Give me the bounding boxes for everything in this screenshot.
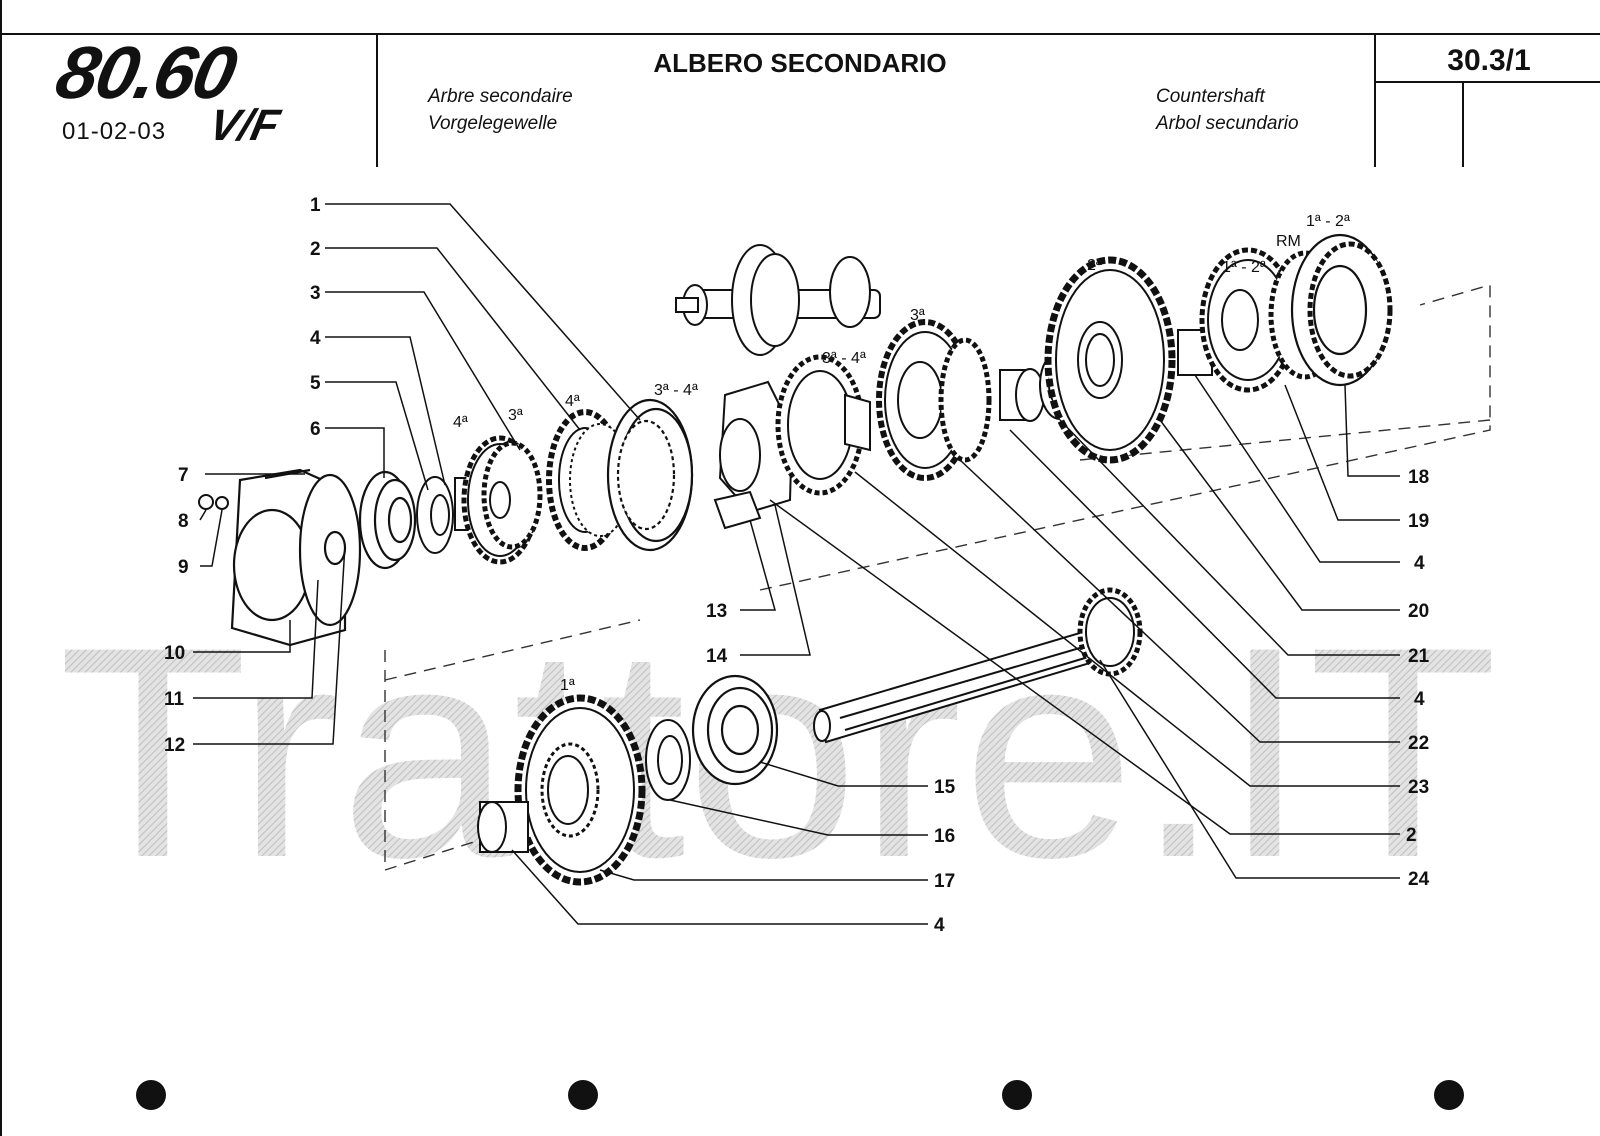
- label-3rd-b: 3ª: [910, 307, 925, 324]
- header-left-rule: [0, 0, 2, 1136]
- page-number: 30.3/1: [1447, 44, 1531, 77]
- label-1-2: 1ª - 2ª: [1306, 213, 1350, 230]
- synchro-ring-3rd: [775, 354, 871, 496]
- countershaft-overview: [675, 244, 881, 356]
- callout-4-right-b: 4: [1414, 689, 1425, 710]
- callouts-right: 18 19 4 20 21 4 22 23 2 24: [1406, 467, 1430, 890]
- title-german: Vorgelegewelle: [428, 113, 558, 134]
- callout-18: 18: [1408, 467, 1429, 488]
- callout-12: 12: [164, 735, 185, 756]
- callouts-left: 1 2 3 4 5 6 7 8 9 10 11 12: [164, 195, 321, 756]
- header-top-rule: [0, 33, 1600, 35]
- label-sync-1-2: 1ª - 2ª: [1222, 259, 1266, 276]
- model-codes: 01-02-03: [62, 118, 167, 145]
- callout-7: 7: [178, 465, 189, 486]
- callout-5: 5: [310, 373, 321, 394]
- header-divider-1: [376, 33, 378, 167]
- bearing-15: [691, 674, 779, 786]
- gear-3rd: [876, 319, 992, 481]
- callout-24: 24: [1408, 869, 1430, 890]
- callout-2: 2: [310, 239, 321, 260]
- synchro-ring-4th: [546, 409, 631, 551]
- callout-2-right: 2: [1406, 825, 1417, 846]
- synchro-hub-3-4: [713, 380, 794, 530]
- callout-6: 6: [310, 419, 321, 440]
- callout-3: 3: [310, 283, 321, 304]
- nut-washer: [198, 494, 229, 510]
- gear-2nd: [1044, 256, 1176, 464]
- callout-13: 13: [706, 601, 727, 622]
- gear-1st: [514, 694, 646, 886]
- callout-8: 8: [178, 511, 189, 532]
- header-divider-2: [1374, 33, 1376, 167]
- label-1st: 1ª: [560, 677, 575, 694]
- label-3rd-a: 3ª: [508, 407, 523, 424]
- label-4th-b: 4ª: [565, 393, 580, 410]
- callout-14: 14: [706, 646, 728, 667]
- callout-15: 15: [934, 777, 956, 798]
- countershaft-main: [813, 587, 1143, 744]
- sliding-sleeve-1-2-reverse: [1290, 233, 1393, 387]
- callout-4-right-a: 4: [1414, 553, 1425, 574]
- bearing-6: [358, 470, 417, 570]
- punch-hole-2: [568, 1080, 598, 1110]
- page-number-box-rule: [1462, 81, 1464, 167]
- punch-hole-3: [1002, 1080, 1032, 1110]
- leader-lines: [193, 203, 1400, 925]
- punch-hole-4: [1434, 1080, 1464, 1110]
- label-reverse: RM: [1276, 233, 1301, 250]
- punch-hole-1: [136, 1080, 166, 1110]
- assembly-outline: [384, 284, 1491, 871]
- title-spanish: Arbol secundario: [1156, 113, 1299, 134]
- callout-21: 21: [1408, 646, 1430, 667]
- callout-4: 4: [310, 328, 321, 349]
- gear-4th: [454, 435, 543, 565]
- title-english: Countershaft: [1156, 86, 1265, 107]
- title-french: Arbre secondaire: [428, 86, 573, 107]
- label-sync-3-4-b: 3ª - 4ª: [822, 350, 866, 367]
- callout-20: 20: [1408, 601, 1429, 622]
- bushing-1st: [477, 801, 529, 853]
- callout-11: 11: [164, 689, 185, 710]
- page-number-underline: [1374, 81, 1600, 83]
- callout-19: 19: [1408, 511, 1429, 532]
- callout-16: 16: [934, 826, 955, 847]
- gear-labels: 4ª 3ª 4ª 3ª - 4ª 3ª - 4ª 3ª 2ª 1ª - 2ª R…: [453, 213, 1350, 694]
- callout-17: 17: [934, 871, 955, 892]
- washer-16: [645, 719, 691, 801]
- callout-1: 1: [310, 195, 321, 216]
- callout-9: 9: [178, 557, 189, 578]
- callouts-mid: 13 14 15 16 17 4: [706, 601, 956, 936]
- callout-22: 22: [1408, 733, 1429, 754]
- callout-10: 10: [164, 643, 185, 664]
- label-2nd: 2ª: [1087, 257, 1102, 274]
- label-4th-a: 4ª: [453, 414, 468, 431]
- washer-5: [416, 476, 454, 554]
- callout-23: 23: [1408, 777, 1429, 798]
- label-sync-3-4-a: 3ª - 4ª: [654, 382, 698, 399]
- sliding-sleeve-3-4: [606, 398, 694, 552]
- page-title: ALBERO SECONDARIO: [653, 48, 947, 78]
- callout-4-lower: 4: [934, 915, 945, 936]
